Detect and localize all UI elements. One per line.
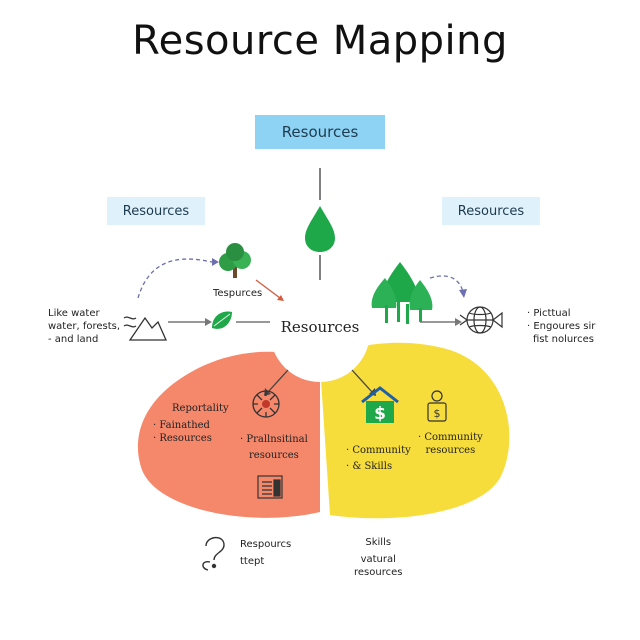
orange-side-line: resources <box>249 450 299 461</box>
forest-icon <box>371 262 433 324</box>
yellow-left-line: · Community <box>346 445 411 456</box>
left-resources-box: Resources <box>107 197 205 225</box>
right-resources-box: Resources <box>442 197 540 225</box>
svg-text:$: $ <box>434 407 441 420</box>
orange-blob-side: · Prallnsitinal resources <box>240 433 308 462</box>
top-resources-box: Resources <box>255 115 385 149</box>
bottom-right-text: Skills vatural resources <box>354 536 402 579</box>
right-text-line: fist nolurces <box>533 334 594 345</box>
bottom-right-line: vatural <box>360 554 396 565</box>
left-text-line: water, forests, <box>48 321 121 332</box>
yellow-blob-left: · Community · & Skills <box>346 444 411 473</box>
compass-icon <box>252 390 280 418</box>
svg-text:$: $ <box>374 404 386 424</box>
dollar-person-icon: $ <box>427 390 447 422</box>
yellow-blob-right: · Community resources <box>418 431 483 457</box>
house-dollar-icon: $ <box>361 386 399 424</box>
tree-icon <box>219 243 251 278</box>
center-resources-label: Resources <box>280 318 360 336</box>
yellow-right-line: resources <box>425 445 476 456</box>
bottom-right-line: Skills <box>365 537 392 548</box>
bottom-right-line: resources <box>354 567 403 578</box>
left-text-line: - and land <box>48 334 99 345</box>
document-icon <box>257 475 283 499</box>
page-title: Resource Mapping <box>132 18 508 64</box>
bottom-left-line: Respourcs <box>240 539 292 550</box>
orange-bullet: · Resources <box>153 433 212 444</box>
orange-bullet: · Fainathed <box>153 420 210 431</box>
orange-side-line: · Prallnsitinal <box>240 434 308 445</box>
tree-label: Tespurces <box>213 288 263 299</box>
water-drop-icon <box>305 206 335 252</box>
left-description: Like water water, forests, - and land <box>48 307 120 346</box>
mountain-icon <box>123 316 168 341</box>
globe-fish-icon <box>459 306 503 334</box>
orange-blob-bullets: · Fainathed · Resources <box>153 419 212 445</box>
right-text-line: · Picttual <box>527 308 571 319</box>
orange-blob-heading: Reportality <box>172 403 229 414</box>
question-icon <box>202 536 225 571</box>
bottom-left-text: Respourcs ttept <box>240 538 291 568</box>
yellow-left-line: · & Skills <box>346 461 393 472</box>
yellow-right-line: · Community <box>418 432 483 443</box>
right-text-line: · Engoures sir <box>527 321 596 332</box>
leaf-icon <box>212 311 232 329</box>
right-description: · Picttual · Engoures sir fist nolurces <box>527 307 595 346</box>
center-circle <box>270 282 370 382</box>
left-text-line: Like water <box>48 308 100 319</box>
bottom-left-line: ttept <box>240 556 265 567</box>
